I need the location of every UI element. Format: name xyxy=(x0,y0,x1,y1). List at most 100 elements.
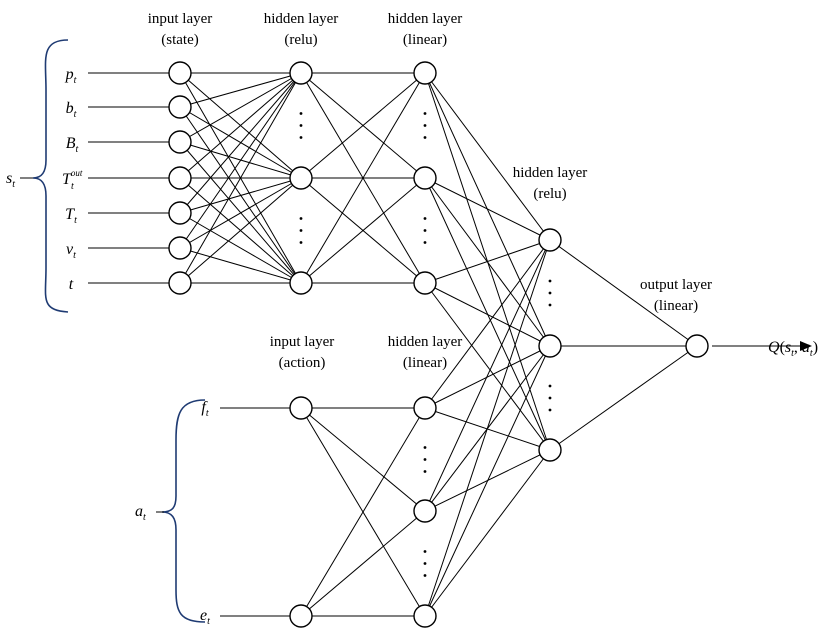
hidden-merge-title: hidden layer xyxy=(513,165,588,181)
connection-line xyxy=(179,177,302,284)
hidden-merge-node xyxy=(538,334,562,358)
output-arrow-head xyxy=(800,341,812,351)
state-input-v: vt xyxy=(66,241,76,261)
state-input-b: bt xyxy=(66,100,77,120)
connection-line xyxy=(179,177,302,214)
ellipsis-dot xyxy=(299,112,303,115)
input-state-node xyxy=(168,95,192,119)
action-input-e: et xyxy=(200,607,210,627)
input-state-node xyxy=(168,130,192,154)
state-input-T: Tt xyxy=(65,206,77,226)
action-brace xyxy=(161,399,206,623)
hidden1-node xyxy=(289,166,313,190)
ellipsis-dots xyxy=(299,112,552,577)
ellipsis-dot xyxy=(423,124,427,127)
connection-line xyxy=(424,345,551,617)
hidden-merge-node xyxy=(538,228,562,252)
connection-line xyxy=(300,407,426,512)
action-input-f: ft xyxy=(201,399,208,419)
output-label: Q(st, at) xyxy=(768,339,818,359)
hidden2-node xyxy=(413,166,437,190)
connection-line xyxy=(424,449,551,617)
ellipsis-dot xyxy=(548,408,552,412)
ellipsis-dot xyxy=(423,217,427,220)
hidden2-title: hidden layer xyxy=(388,11,463,27)
ellipsis-dot xyxy=(548,396,552,400)
ellipsis-dot xyxy=(299,229,303,232)
output-title: output layer xyxy=(640,277,712,293)
connection-line xyxy=(424,282,551,451)
hidden-action-node xyxy=(413,499,437,523)
ellipsis-dot xyxy=(548,384,552,388)
ellipsis-dot xyxy=(423,574,427,577)
connection-line xyxy=(424,177,551,241)
input-state-node xyxy=(168,61,192,85)
input-action-title: input layer xyxy=(270,334,335,350)
ellipsis-dot xyxy=(299,217,303,220)
input-state-title: input layer xyxy=(148,11,213,27)
connection-line xyxy=(424,239,551,409)
connection-line xyxy=(424,239,551,617)
ellipsis-dot xyxy=(423,229,427,232)
ellipsis-dot xyxy=(423,241,427,244)
output-node xyxy=(685,334,709,358)
hidden-action-node xyxy=(413,604,437,628)
connection-line xyxy=(179,72,302,108)
ellipsis-dot xyxy=(423,470,427,473)
hidden2-node xyxy=(413,271,437,295)
ellipsis-dot xyxy=(423,136,427,139)
connection-line xyxy=(549,345,698,451)
connection-line xyxy=(179,177,302,249)
ellipsis-dot xyxy=(548,303,552,307)
ellipsis-dot xyxy=(299,241,303,244)
hidden1-title: hidden layer xyxy=(264,11,339,27)
input-state-node xyxy=(168,236,192,260)
connection-line xyxy=(300,72,426,284)
hidden2-subtitle: (linear) xyxy=(403,32,447,48)
hidden-action-subtitle: (linear) xyxy=(403,355,447,371)
ellipsis-dot xyxy=(548,279,552,283)
input-action-node xyxy=(289,604,313,628)
hidden2-node xyxy=(413,61,437,85)
connection-line xyxy=(300,72,426,179)
connection-line xyxy=(179,72,302,179)
input-lines xyxy=(88,72,301,617)
hidden-merge-subtitle: (relu) xyxy=(533,186,566,202)
input-state-node xyxy=(168,166,192,190)
connection-line xyxy=(179,72,302,214)
connection-line xyxy=(424,239,551,284)
connection-line xyxy=(179,247,302,284)
connection-line xyxy=(179,72,302,143)
hidden1-subtitle: (relu) xyxy=(284,32,317,48)
ellipsis-dot xyxy=(423,446,427,449)
connection-line xyxy=(549,239,698,347)
hidden-merge-node xyxy=(538,438,562,462)
action-group-symbol: at xyxy=(135,503,146,523)
hidden1-node xyxy=(289,271,313,295)
hidden-action-node xyxy=(413,396,437,420)
connection-line xyxy=(300,407,426,617)
ellipsis-dot xyxy=(423,550,427,553)
ellipsis-dot xyxy=(548,291,552,295)
connection-line xyxy=(179,72,302,284)
connection-lines xyxy=(179,72,698,617)
connection-line xyxy=(424,282,551,347)
neuron-nodes xyxy=(168,61,709,628)
ellipsis-dot xyxy=(423,458,427,461)
state-input-t: t xyxy=(69,276,74,293)
connection-line xyxy=(179,212,302,284)
input-action-node xyxy=(289,396,313,420)
connection-line xyxy=(424,239,551,512)
input-state-node xyxy=(168,201,192,225)
state-group-symbol: st xyxy=(6,170,15,190)
state-input-B: Bt xyxy=(66,135,79,155)
input-state-node xyxy=(168,271,192,295)
hidden-action-title: hidden layer xyxy=(388,334,463,350)
connection-line xyxy=(179,72,302,249)
input-state-subtitle: (state) xyxy=(161,32,198,48)
ellipsis-dot xyxy=(299,136,303,139)
state-input-p: pt xyxy=(65,66,77,86)
connection-line xyxy=(424,72,551,241)
